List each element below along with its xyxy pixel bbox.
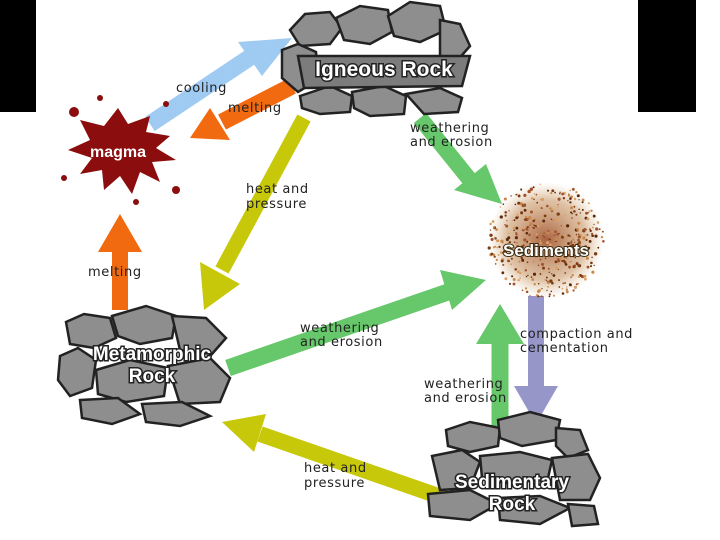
- metamorphic-label-line2: Rock: [129, 366, 176, 387]
- compaction-arrow-head: [514, 386, 558, 424]
- metamorphic-rock-icon: [56, 304, 232, 428]
- compaction-label-1: compaction and: [520, 327, 633, 342]
- slide-left-black-band: [0, 0, 36, 112]
- weathering-low-label-1: weathering: [424, 377, 503, 392]
- melting-top-arrow-head: [190, 108, 230, 140]
- melting-top-label: melting: [228, 101, 282, 116]
- sedimentary-label-line1: Sedimentary: [455, 472, 569, 493]
- magma-blob-icon: [61, 95, 180, 205]
- sediments-cloud-icon: [487, 182, 605, 298]
- igneous-rock-label: Igneous Rock: [315, 58, 453, 81]
- weathering-low-label-2: and erosion: [424, 391, 507, 406]
- cooling-arrow-head: [238, 38, 292, 76]
- heat-pressure-top-label-2: pressure: [246, 197, 307, 212]
- magma-label: magma: [90, 144, 146, 161]
- weathering-top-arrow-shaft: [413, 112, 477, 186]
- weathering-mid-arrow-head: [440, 270, 486, 310]
- weathering-top-arrow-head: [454, 164, 502, 204]
- heat-pressure-top-label-1: heat and: [246, 182, 309, 197]
- heat-pressure-bottom-arrow-shaft: [257, 426, 447, 506]
- melting-left-arrow-head: [98, 214, 142, 252]
- weathering-mid-label-1: weathering: [300, 321, 379, 336]
- weathering-low-arrow-head: [476, 304, 524, 344]
- compaction-label-2: cementation: [520, 341, 609, 356]
- heat-pressure-top-arrow-head: [200, 262, 240, 310]
- igneous-rock-icon: [280, 0, 472, 118]
- metamorphic-label-line1: Metamorphic: [93, 344, 212, 365]
- heat-pressure-bottom-label-1: heat and: [304, 461, 367, 476]
- sedimentary-rock-icon: [426, 410, 602, 528]
- heat-pressure-top-arrow-shaft: [215, 114, 311, 274]
- sedimentary-label-line2: Rock: [489, 494, 536, 515]
- weathering-mid-label-2: and erosion: [300, 335, 383, 350]
- sediments-label: Sediments: [503, 241, 589, 260]
- cooling-label: cooling: [176, 81, 227, 96]
- weathering-top-label-2: and erosion: [410, 135, 493, 150]
- heat-pressure-bottom-label-2: pressure: [304, 476, 365, 491]
- melting-top-arrow-shaft: [218, 78, 296, 130]
- heat-pressure-bottom-arrow-head: [222, 414, 266, 452]
- cooling-arrow-shaft: [145, 48, 257, 132]
- melting-left-label: melting: [88, 265, 142, 280]
- weathering-top-label-1: weathering: [410, 121, 489, 136]
- weathering-mid-arrow-shaft: [225, 283, 451, 377]
- slide-right-border: [696, 0, 720, 540]
